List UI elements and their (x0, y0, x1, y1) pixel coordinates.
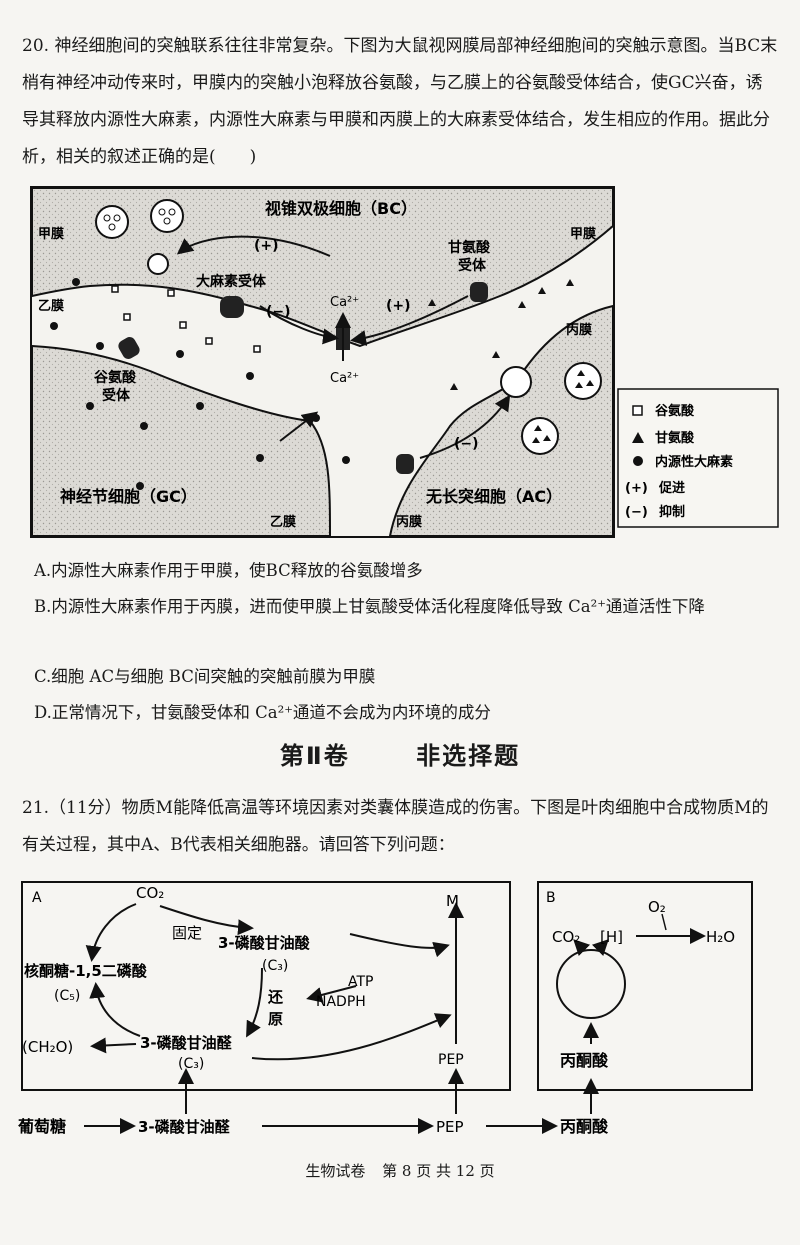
option-d[interactable]: D.正常情况下，甘氨酸受体和 Ca²⁺通道不会成为内环境的成分 (34, 703, 491, 722)
gly-receptor-label-1: 甘氨酸 (448, 239, 491, 256)
pathway-diagram: A B CO₂ 固定 3-磷酸甘油酸 (C₃) 核酮糖-1,5二磷酸 (C₅) … (17, 881, 753, 1136)
section-title: 非选择题 (416, 742, 521, 770)
label-co2-b: CO₂ (552, 928, 580, 946)
footer-page: 第 8 页 共 12 页 (382, 1162, 495, 1180)
plus-label-1: (+) (254, 238, 279, 254)
legend-glu: 谷氨酸 (655, 403, 695, 419)
ca-label-bottom: Ca²⁺ (330, 371, 359, 386)
legend-promote: 促进 (658, 480, 685, 496)
membrane-bing-bottom: 丙膜 (396, 514, 422, 530)
membrane-yi-bottom: 乙膜 (270, 514, 296, 530)
option-a[interactable]: A.内源性大麻素作用于甲膜，使BC释放的谷氨酸增多 (34, 561, 423, 580)
organelle-a-box (21, 881, 511, 1091)
glu-receptor-label-2: 受体 (102, 387, 131, 404)
label-o2: O₂ (648, 898, 666, 916)
label-c5: (C₅) (54, 988, 80, 1004)
ac-cell-shape (388, 304, 614, 537)
label-rubp: 核酮糖-1,5二磷酸 (24, 962, 148, 980)
section-header: 第Ⅱ卷 非选择题 (0, 736, 800, 771)
label-pep-a: PEP (438, 1052, 464, 1068)
minus-label-2: (−) (454, 436, 479, 452)
label-fix: 固定 (172, 924, 202, 942)
label-ch2o: (CH₂O) (22, 1038, 73, 1056)
label-pep-bottom: PEP (436, 1118, 464, 1136)
label-co2: CO₂ (136, 884, 164, 902)
synapse-legend: 谷氨酸 甘氨酸 内源性大麻素 (+) 促进 (−) 抑制 (617, 388, 779, 528)
section-part: 第Ⅱ卷 (279, 742, 350, 770)
legend-plus-symbol: (+) (625, 481, 648, 496)
label-h: [H] (600, 928, 623, 946)
option-b[interactable]: B.内源性大麻素作用于丙膜，进而使甲膜上甘氨酸受体活化程度降低导致 Ca²⁺通道… (34, 597, 705, 616)
label-pyruvate: 丙酮酸 (560, 1117, 609, 1136)
legend-cb: 内源性大麻素 (655, 454, 733, 470)
legend-gly: 甘氨酸 (655, 430, 695, 446)
label-pyruvate-b: 丙酮酸 (560, 1051, 609, 1070)
option-c[interactable]: C.细胞 AC与细胞 BC间突触的突触前膜为甲膜 (34, 667, 376, 686)
label-c3-b: (C₃) (178, 1056, 204, 1072)
ca-label-top: Ca²⁺ (330, 295, 359, 310)
gc-label: 神经节细胞（GC） (60, 487, 197, 506)
gly-receptor-label-2: 受体 (458, 257, 487, 274)
bc-label: 视锥双极细胞（BC） (265, 199, 417, 218)
footer-subject: 生物试卷 (305, 1162, 366, 1180)
plus-label-2: (+) (386, 298, 411, 314)
label-box-a: A (32, 890, 42, 906)
legend-minus-symbol: (−) (625, 505, 648, 520)
page-footer: 生物试卷 第 8 页 共 12 页 (0, 1160, 800, 1181)
label-atp: ATP (348, 974, 373, 990)
label-g3p: 3-磷酸甘油醛 (140, 1034, 233, 1052)
membrane-bing-right: 丙膜 (566, 322, 592, 338)
membrane-yi-left: 乙膜 (38, 298, 64, 314)
label-g3p-bottom: 3-磷酸甘油醛 (138, 1118, 231, 1136)
label-nadph: NADPH (316, 994, 366, 1010)
label-c3-a: (C₃) (262, 958, 288, 974)
label-h2o: H₂O (706, 928, 735, 946)
label-reduce-2: 原 (268, 1010, 283, 1028)
synapse-diagram: 视锥双极细胞（BC） 甲膜 甲膜 乙膜 丙膜 乙膜 丙膜 大麻素受体 甘氨酸 受… (30, 186, 615, 538)
label-pga: 3-磷酸甘油酸 (218, 934, 311, 952)
legend-inhibit: 抑制 (659, 504, 685, 520)
gc-cell-shape (31, 344, 332, 537)
label-glucose: 葡萄糖 (17, 1117, 66, 1136)
label-m: M (446, 892, 459, 910)
organelle-b-box (537, 881, 753, 1091)
question-20-stem: 20. 神经细胞间的突触联系往往非常复杂。下图为大鼠视网膜局部神经细胞间的突触示… (22, 36, 778, 167)
ac-label: 无长突细胞（AC） (425, 487, 562, 506)
label-box-b: B (546, 890, 556, 906)
glu-receptor-label-1: 谷氨酸 (94, 369, 137, 386)
membrane-jia-left: 甲膜 (38, 226, 64, 242)
minus-label-1: (−) (266, 304, 291, 320)
cb-receptor-label: 大麻素受体 (196, 273, 267, 290)
membrane-jia-right: 甲膜 (570, 226, 596, 242)
question-21-stem: 21.（11分）物质M能降低高温等环境因素对类囊体膜造成的伤害。下图是叶肉细胞中… (22, 798, 769, 855)
label-reduce-1: 还 (267, 988, 284, 1006)
